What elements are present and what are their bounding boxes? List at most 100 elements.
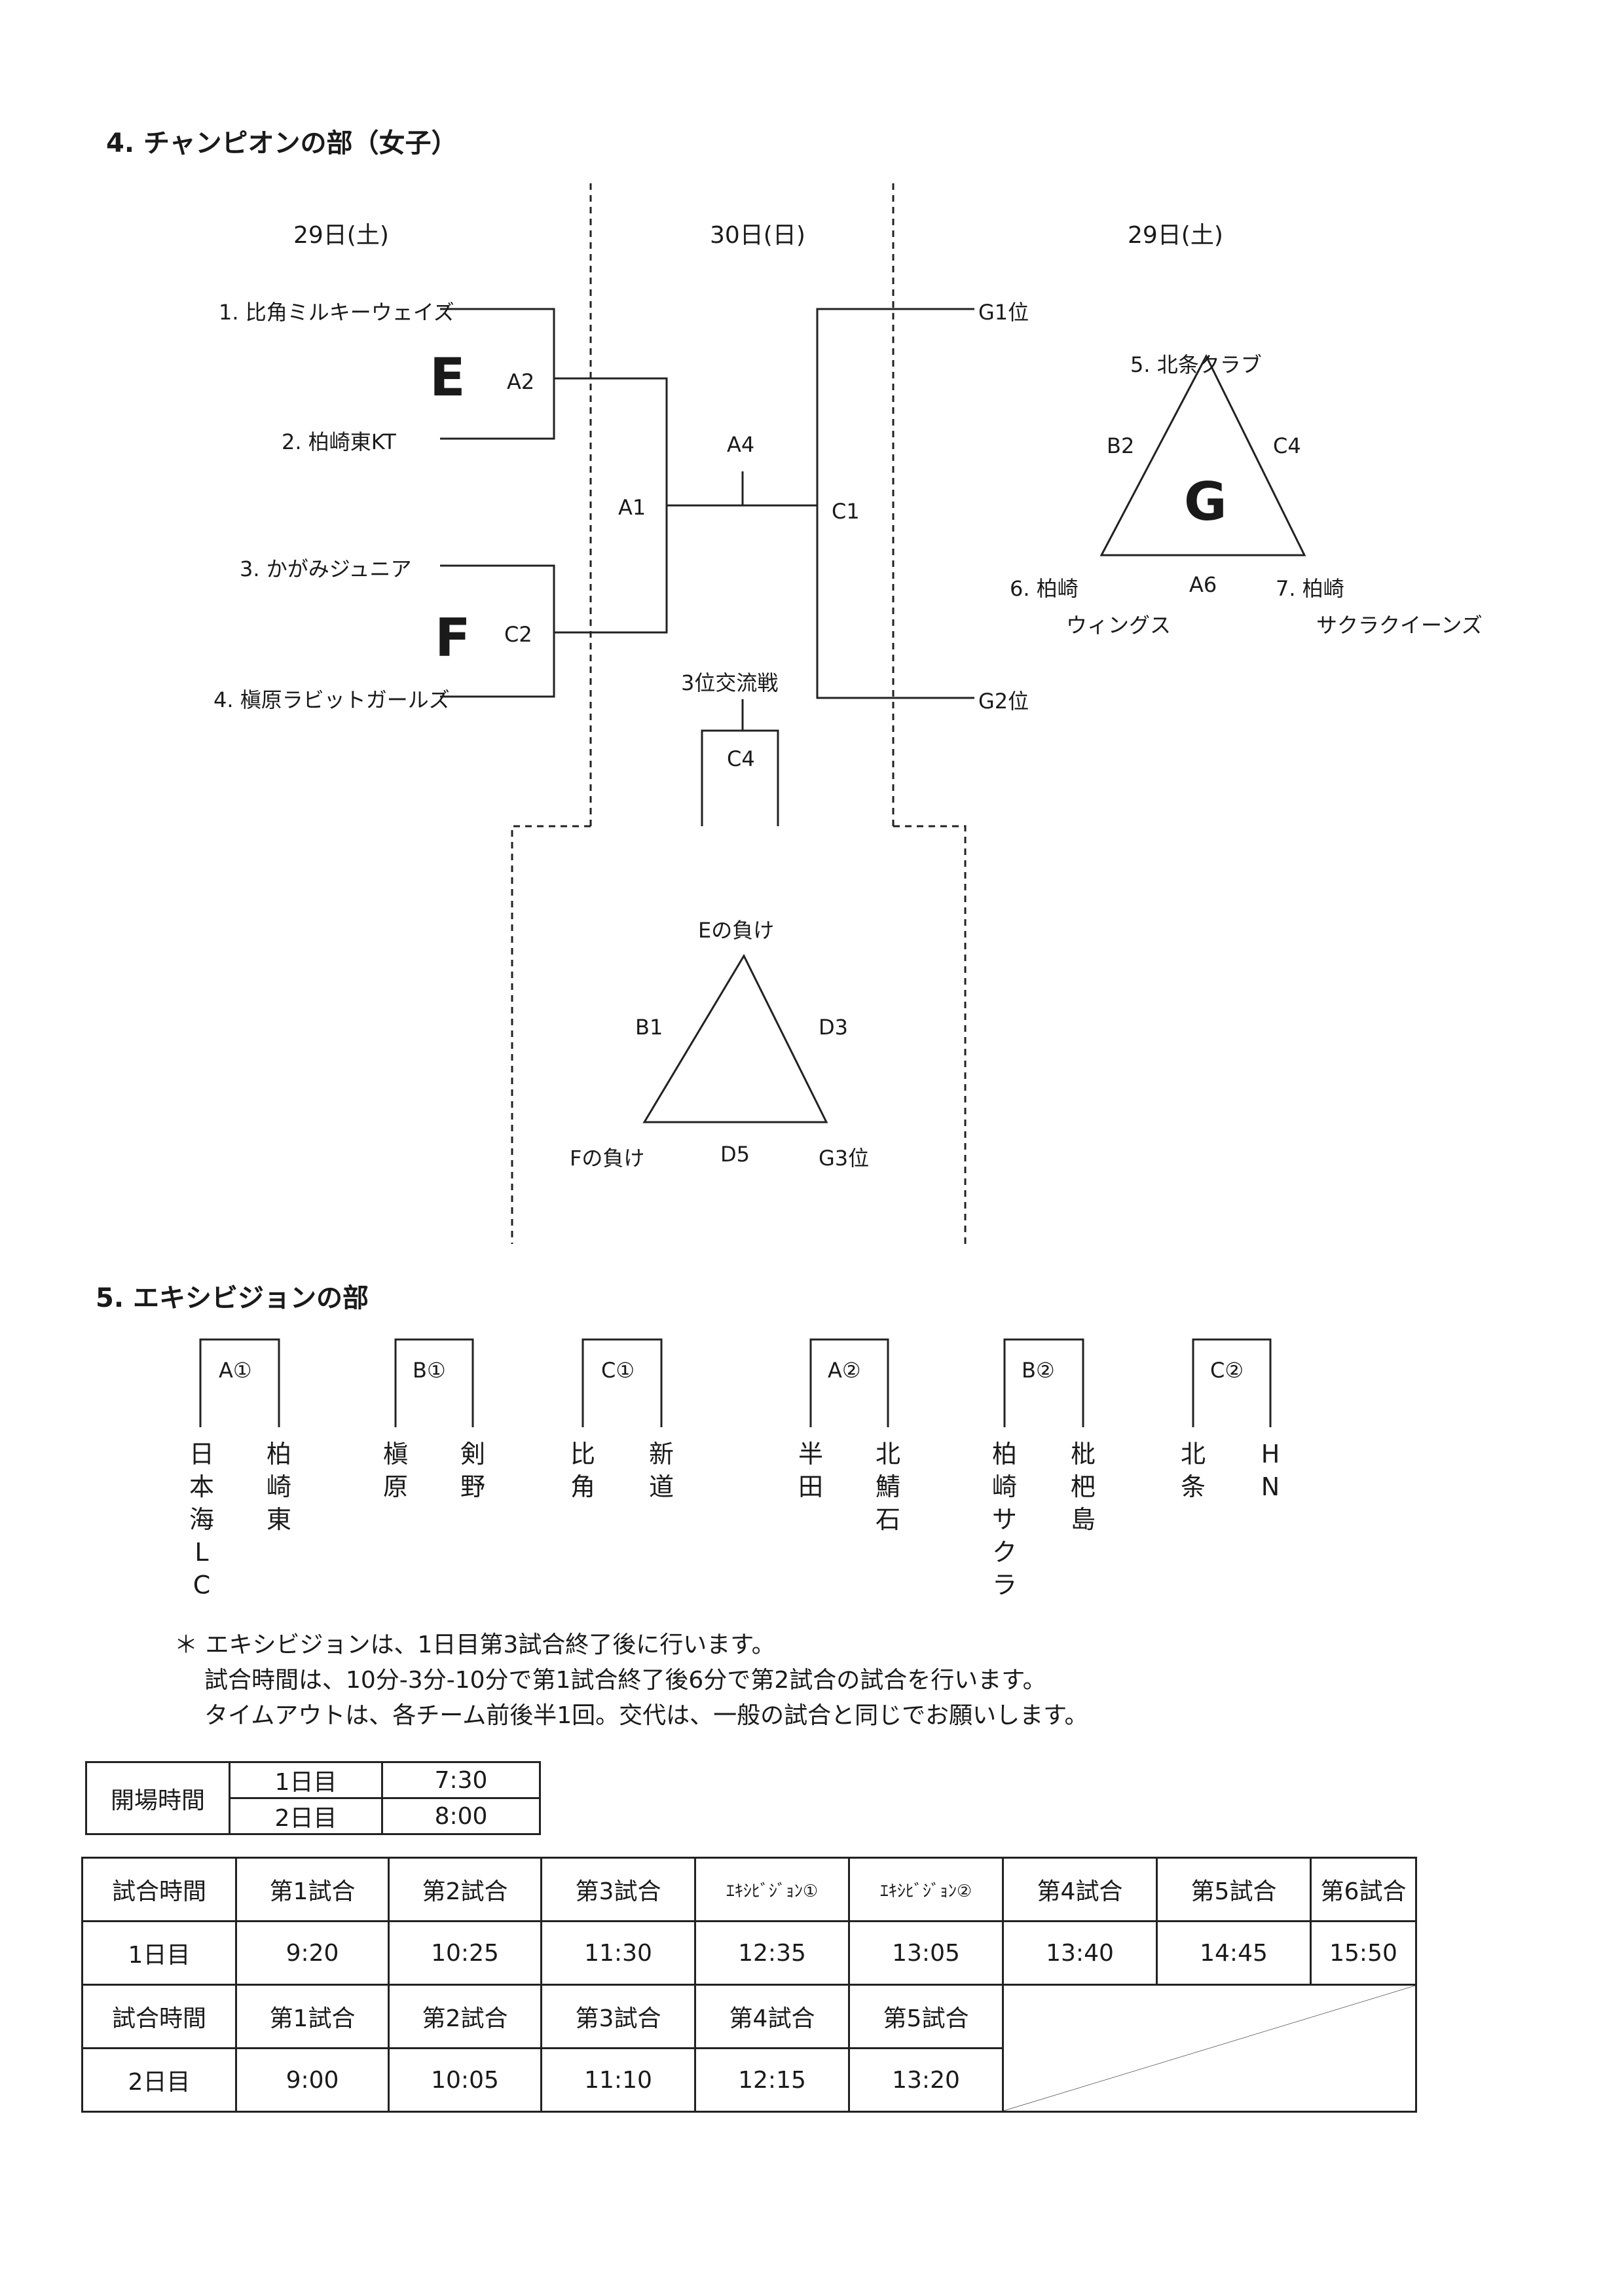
exhibition-team-a1-right: 柏崎東 [266,1440,291,1534]
schedule-time-cell: 2日目 [81,2047,237,2113]
group-g-edge-b2: B2 [1107,433,1135,458]
exhibition-team-b1-right: 剣野 [460,1440,485,1501]
losers-edge-b1: B1 [635,1015,663,1040]
schedule-time-cell: 10:25 [388,1920,542,1986]
exhibition-team-a2-left: 半田 [798,1440,823,1501]
schedule-day2-times-row: 2日目 9:00 10:05 11:10 12:15 13:20 [81,2047,1416,2113]
team-1: 1. 比角ミルキーウェイズ [219,300,454,325]
exhibition-team-c1-right: 新道 [648,1440,674,1501]
schedule-header-cell: 第5試合 [848,1984,1004,2049]
exhibition-team-c2-left: 北条 [1180,1440,1206,1501]
g2-place: G2位 [978,689,1029,714]
losers-edge-d5: D5 [720,1142,750,1167]
exhibition-note-2: 試合時間は、10分-3分-10分で第1試合終了後6分で第2試合の試合を行います。 [204,1667,1046,1694]
group-g-team-7: 7. 柏崎 [1276,576,1344,601]
schedule-day2-header-row: 試合時間 第1試合 第2試合 第3試合 第4試合 第5試合 [81,1984,1417,2113]
group-g-top-team: 5. 北条クラブ [1130,352,1262,377]
exhibition-label-a1: A① [219,1358,252,1383]
schedule-header-cell: 第5試合 [1156,1857,1312,1922]
opening-time-table: 開場時間 1日目 7:30 2日目 8:00 [85,1761,541,1835]
losers-bottom-left: Fの負け [570,1146,645,1171]
opening-day2-time: 8:00 [381,1797,541,1835]
section5-title: 5. エキシビジョンの部 [96,1283,369,1313]
exhibition-label-c1: C① [601,1358,635,1383]
group-g-team-7-sub: サクラクイーンズ [1316,613,1483,638]
schedule-time-cell: 15:50 [1310,1920,1417,1986]
exhibition-label-a2: A② [828,1358,861,1383]
schedule-empty-crossed-cell [1002,1984,1417,2113]
schedule-header-cell: ｴｷｼﾋﾞｼﾞｮﾝ② [848,1857,1004,1922]
schedule-header-cell: 第4試合 [1002,1857,1158,1922]
schedule-header-cell: 試合時間 [81,1857,237,1922]
schedule-day1-times-row: 1日目 9:20 10:25 11:30 12:35 13:05 13:40 1… [81,1920,1417,1986]
schedule-header-cell: 第1試合 [235,1857,390,1922]
opening-day1: 1日目 [229,1761,383,1799]
match-c4-third: C4 [727,746,755,771]
day-right-label: 29日(土) [1128,222,1223,249]
schedule-header-cell: 第4試合 [694,1984,850,2049]
exhibition-label-c2: C② [1210,1358,1244,1383]
schedule-header-cell: 第1試合 [235,1984,390,2049]
exhibition-note-1: ＊ エキシビジョンは、1日目第3試合終了後に行います。 [174,1631,775,1658]
schedule-time-cell: 11:30 [540,1920,696,1986]
schedule-header-cell: ｴｷｼﾋﾞｼﾞｮﾝ① [694,1857,850,1922]
schedule-header-cell: 第3試合 [540,1984,696,2049]
schedule-time-cell: 13:05 [848,1920,1004,1986]
match-a4: A4 [727,432,755,457]
schedule-header-cell: 第6試合 [1310,1857,1417,1922]
schedule-header-cell: 第3試合 [540,1857,696,1922]
schedule-time-cell: 9:20 [235,1920,390,1986]
match-c1: C1 [832,499,860,524]
losers-bottom-right: G3位 [819,1146,870,1171]
exhibition-label-b2: B② [1022,1358,1055,1383]
g1-place: G1位 [978,300,1029,325]
day-center-label: 30日(日) [710,222,805,249]
losers-edge-d3: D3 [819,1015,848,1040]
exhibition-team-c1-left: 比角 [570,1440,595,1501]
exhibition-team-b1-left: 槇原 [382,1440,408,1501]
schedule-time-cell: 12:15 [694,2047,850,2113]
team-3: 3. かがみジュニア [240,556,412,581]
match-a2: A2 [507,369,535,394]
group-g-edge-c4: C4 [1273,433,1301,458]
exhibition-note-3: タイムアウトは、各チーム前後半1回。交代は、一般の試合と同じでお願いします。 [204,1702,1088,1729]
opening-label: 開場時間 [85,1761,231,1835]
schedule-time-cell: 13:40 [1002,1920,1158,1986]
schedule-header-cell: 試合時間 [81,1984,237,2049]
opening-day1-time: 7:30 [381,1761,541,1799]
schedule-header-cell: 第2試合 [388,1857,542,1922]
group-g-team-6: 6. 柏崎 [1010,576,1079,601]
schedule-time-cell: 9:00 [235,2047,390,2113]
match-a1: A1 [618,495,646,520]
block-g-label: G [1184,471,1227,532]
group-g-team-6-sub: ウィングス [1066,613,1172,638]
schedule-day1-header-row: 試合時間 第1試合 第2試合 第3試合 ｴｷｼﾋﾞｼﾞｮﾝ① ｴｷｼﾋﾞｼﾞｮﾝ… [81,1857,1417,1922]
diagonal-strike-line [1004,1986,1415,2111]
schedule-time-cell: 12:35 [694,1920,850,1986]
schedule-time-cell: 13:20 [848,2047,1004,2113]
schedule-table: 試合時間 第1試合 第2試合 第3試合 ｴｷｼﾋﾞｼﾞｮﾝ① ｴｷｼﾋﾞｼﾞｮﾝ… [81,1857,1417,2113]
schedule-time-cell: 11:10 [540,2047,696,2113]
opening-day2: 2日目 [229,1797,383,1835]
section4-title: 4. チャンピオンの部（女子） [106,128,458,158]
team-2: 2. 柏崎東KT [282,429,396,454]
exhibition-team-b2-right: 枇杷島 [1070,1440,1096,1534]
schedule-header-cell: 第2試合 [388,1984,542,2049]
third-place-match: 3位交流戦 [681,670,779,695]
losers-top-label: Eの負け [698,918,775,943]
match-c2: C2 [504,622,532,647]
exhibition-team-a2-right: 北鯖石 [875,1440,900,1534]
schedule-time-cell: 10:05 [388,2047,542,2113]
block-f-label: F [435,608,471,668]
exhibition-team-b2-left: 柏崎サクラ [991,1440,1017,1599]
group-g-edge-a6: A6 [1189,572,1217,597]
schedule-time-cell: 14:45 [1156,1920,1312,1986]
schedule-time-cell: 1日目 [81,1920,237,1986]
block-e-label: E [430,347,466,408]
day-left-label: 29日(土) [293,222,389,249]
exhibition-label-b1: B① [413,1358,446,1383]
team-4: 4. 槇原ラビットガールズ [213,687,450,712]
